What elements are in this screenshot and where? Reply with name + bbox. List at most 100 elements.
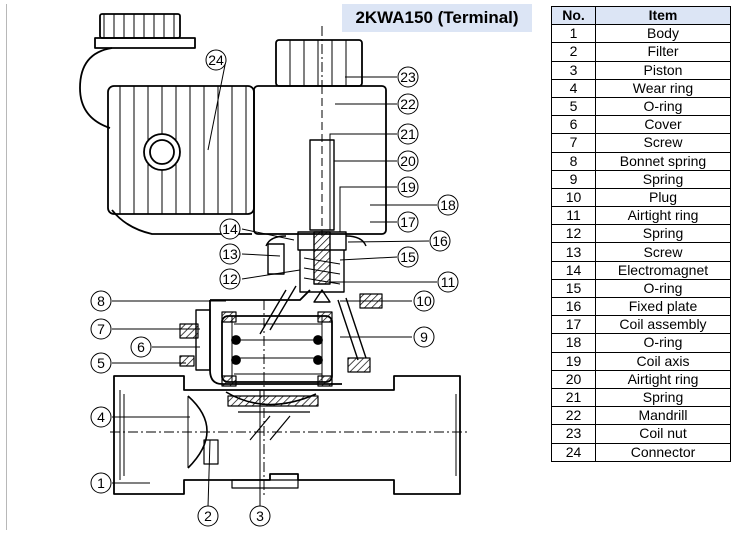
row-number: 23 — [551, 424, 596, 444]
callout-15: 15 — [397, 246, 419, 268]
row-item: O-ring — [595, 96, 731, 117]
row-item: Piston — [595, 60, 731, 80]
svg-text:2: 2 — [204, 508, 212, 524]
row-number: 4 — [551, 78, 596, 98]
svg-text:7: 7 — [97, 321, 105, 337]
callout-6: 6 — [130, 336, 152, 358]
callout-4: 4 — [90, 406, 112, 428]
callout-17: 17 — [397, 211, 419, 233]
row-item: Coil nut — [595, 424, 731, 444]
svg-text:4: 4 — [97, 409, 105, 425]
callout-1: 1 — [90, 472, 112, 494]
callout-8: 8 — [90, 290, 112, 312]
svg-text:18: 18 — [440, 197, 456, 213]
svg-text:13: 13 — [222, 246, 238, 262]
callout-11: 11 — [437, 271, 459, 293]
row-item: Fixed plate — [595, 296, 731, 317]
valve-cross-section-diagram: 24 23 22 21 20 19 18 17 14 16 13 15 12 1… — [79, 13, 470, 527]
svg-text:12: 12 — [222, 271, 238, 287]
row-item: Spring — [595, 387, 731, 408]
row-number: 11 — [551, 206, 596, 226]
row-number: 3 — [551, 60, 596, 80]
svg-text:11: 11 — [441, 274, 456, 290]
row-number: 9 — [551, 169, 596, 189]
row-number: 14 — [551, 260, 596, 280]
row-item: Body — [595, 24, 731, 44]
callout-labels: 24 23 22 21 20 19 18 17 14 16 13 15 12 1… — [90, 49, 459, 527]
svg-text:9: 9 — [420, 329, 428, 345]
row-item: Airtight ring — [595, 369, 731, 389]
svg-text:17: 17 — [400, 214, 416, 230]
callout-19: 19 — [397, 176, 419, 198]
row-item: O-ring — [595, 278, 731, 299]
svg-text:21: 21 — [400, 126, 416, 142]
diagram-title: 2KWA150 (Terminal) — [342, 4, 532, 32]
callout-3: 3 — [249, 505, 271, 527]
valve-body-outline — [79, 13, 461, 495]
column-header-no: No. — [551, 5, 596, 26]
svg-text:8: 8 — [97, 293, 105, 309]
callout-14: 14 — [219, 218, 241, 240]
row-item: Connector — [595, 442, 731, 462]
row-number: 21 — [551, 387, 596, 408]
row-item: O-ring — [595, 333, 731, 353]
row-number: 7 — [551, 133, 596, 153]
callout-7: 7 — [90, 318, 112, 340]
callout-5: 5 — [90, 352, 112, 374]
callout-12: 12 — [219, 268, 241, 290]
callout-9: 9 — [413, 326, 435, 348]
row-number: 5 — [551, 96, 596, 117]
row-item: Electromagnet — [595, 260, 731, 280]
svg-text:16: 16 — [432, 233, 448, 249]
callout-22: 22 — [397, 93, 419, 115]
row-number: 17 — [551, 315, 596, 335]
callout-20: 20 — [397, 150, 419, 172]
callout-16: 16 — [429, 230, 451, 252]
svg-text:19: 19 — [400, 179, 416, 195]
leader-lines — [112, 59, 437, 508]
row-item: Coil axis — [595, 351, 731, 371]
callout-21: 21 — [397, 123, 419, 145]
row-number: 16 — [551, 296, 596, 317]
row-number: 1 — [551, 24, 596, 44]
row-number: 10 — [551, 187, 596, 208]
row-item: Screw — [595, 133, 731, 153]
row-item: Screw — [595, 242, 731, 262]
row-number: 8 — [551, 151, 596, 171]
callout-13: 13 — [219, 243, 241, 265]
column-header-item: Item — [595, 5, 731, 26]
svg-text:22: 22 — [400, 96, 416, 112]
row-item: Spring — [595, 169, 731, 189]
row-item: Bonnet spring — [595, 151, 731, 171]
callout-2: 2 — [197, 505, 219, 527]
row-number: 20 — [551, 369, 596, 389]
row-number: 15 — [551, 278, 596, 299]
row-item: Mandrill — [595, 406, 731, 426]
callout-18: 18 — [437, 194, 459, 216]
callout-10: 10 — [413, 290, 435, 312]
svg-text:5: 5 — [97, 355, 105, 371]
svg-text:14: 14 — [222, 221, 238, 237]
table-header-row: No. Item — [551, 5, 731, 26]
svg-text:15: 15 — [400, 249, 416, 265]
drawing-panel — [6, 4, 535, 530]
svg-text:3: 3 — [256, 508, 264, 524]
svg-text:20: 20 — [400, 153, 416, 169]
row-item: Wear ring — [595, 78, 731, 98]
row-item: Airtight ring — [595, 206, 731, 226]
